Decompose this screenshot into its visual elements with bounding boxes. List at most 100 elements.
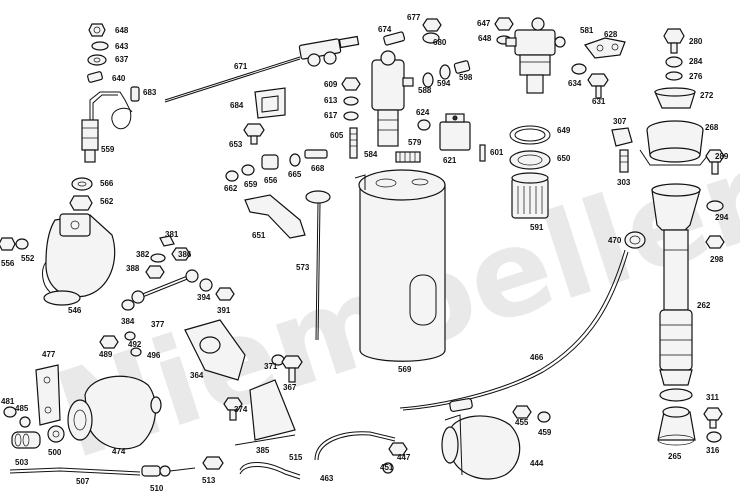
part-number-label: 371 (264, 362, 278, 371)
part-number-label: 649 (557, 126, 571, 135)
part-number-label: 569 (398, 365, 412, 374)
part-number-label: 507 (76, 477, 90, 486)
part-272: 272 (654, 87, 714, 109)
part-number-label: 272 (700, 91, 714, 100)
part-609: 609 (324, 77, 361, 91)
part-number-label: 647 (477, 19, 491, 28)
part-number-label: 584 (364, 150, 378, 159)
part-594: 594 (437, 64, 451, 88)
part-289: 289 (705, 149, 729, 175)
part-number-label: 481 (1, 397, 15, 406)
part-466: 466 (399, 249, 629, 412)
part-number-label: 444 (530, 459, 544, 468)
part-634: 634 (568, 63, 587, 88)
part-307: 307 (611, 117, 633, 147)
part-503: 503 (11, 431, 41, 467)
part-298: 298 (705, 235, 725, 264)
part-386: 386 (171, 247, 192, 261)
part-number-label: 684 (230, 101, 244, 110)
part-584: 584 (364, 50, 414, 159)
part-569: 569 (354, 169, 446, 374)
part-number-label: 671 (234, 62, 248, 71)
part-637: 637 (87, 54, 129, 66)
part-447: 447 (388, 442, 411, 462)
part-455: 455 (512, 405, 532, 427)
part-566: 566 (71, 177, 114, 191)
part-number-label: 617 (324, 111, 338, 120)
part-number-label: 474 (112, 447, 126, 456)
part-number-label: 466 (530, 353, 544, 362)
part-605: 605 (330, 127, 358, 159)
part-628: 628 (584, 30, 626, 59)
part-number-label: 265 (668, 452, 682, 461)
part-665: 665 (288, 153, 302, 179)
part-number-label: 594 (437, 79, 451, 88)
part-number-label: 515 (289, 453, 303, 462)
part-640: 640 (87, 71, 126, 83)
part-515: 515 (239, 453, 303, 480)
part-284: 284 (665, 56, 703, 68)
part-648a: 648 (88, 23, 129, 37)
part-617: 617 (324, 111, 359, 121)
part-546: 546 (42, 213, 116, 315)
part-598: 598 (453, 60, 473, 82)
part-656: 656 (261, 154, 279, 185)
part-number-label: 470 (608, 236, 622, 245)
part-388: 388 (126, 264, 165, 279)
part-481: 481 (1, 397, 17, 418)
part-674: 674 (378, 25, 406, 46)
part-number-label: 665 (288, 170, 302, 179)
part-601: 601 (479, 144, 504, 162)
part-number-label: 492 (128, 340, 142, 349)
part-number-label: 382 (136, 250, 150, 259)
part-number-label: 662 (224, 184, 238, 193)
part-number-label: 559 (101, 145, 115, 154)
part-number-label: 381 (165, 230, 179, 239)
part-number-label: 284 (689, 57, 703, 66)
part-number-label: 262 (697, 301, 711, 310)
part-number-label: 631 (592, 97, 606, 106)
part-631: 631 (587, 73, 609, 106)
part-382: 382 (136, 250, 166, 263)
part-303: 303 (617, 149, 631, 187)
part-311: 311 (703, 393, 723, 429)
part-374: 374 (223, 397, 248, 421)
part-588: 588 (418, 72, 434, 95)
part-683: 683 (130, 86, 157, 102)
part-500: 500 (47, 425, 65, 457)
part-671: 671 (164, 35, 360, 103)
part-573: 573 (296, 190, 331, 341)
part-280: 280 (663, 28, 703, 54)
part-number-label: 562 (100, 197, 114, 206)
part-316: 316 (706, 431, 722, 455)
part-number-label: 650 (557, 154, 571, 163)
part-number-label: 637 (115, 55, 129, 64)
part-number-label: 289 (715, 152, 729, 161)
part-number-label: 653 (229, 140, 243, 149)
part-number-label: 303 (617, 178, 631, 187)
part-number-label: 459 (538, 428, 552, 437)
part-684: 684 (230, 87, 286, 119)
part-650: 650 (509, 150, 571, 170)
part-562: 562 (69, 195, 114, 211)
part-381: 381 (159, 230, 179, 247)
part-463: 463 (314, 431, 396, 483)
part-number-label: 656 (264, 176, 278, 185)
part-510: 510 (141, 465, 196, 493)
part-489: 489 (99, 335, 119, 359)
part-444: 444 (441, 414, 544, 480)
part-number-label: 613 (324, 96, 338, 105)
part-474: 474 (67, 375, 162, 456)
part-number-label: 621 (443, 156, 457, 165)
part-number-label: 364 (190, 371, 204, 380)
part-number-label: 573 (296, 263, 310, 272)
part-number-label: 556 (1, 259, 15, 268)
part-number-label: 311 (706, 393, 719, 402)
part-number-label: 651 (252, 231, 266, 240)
part-number-label: 683 (143, 88, 157, 97)
part-579: 579 (395, 138, 422, 163)
part-668: 668 (304, 149, 328, 173)
part-377: 377 (131, 269, 199, 329)
part-number-label: 634 (568, 79, 582, 88)
